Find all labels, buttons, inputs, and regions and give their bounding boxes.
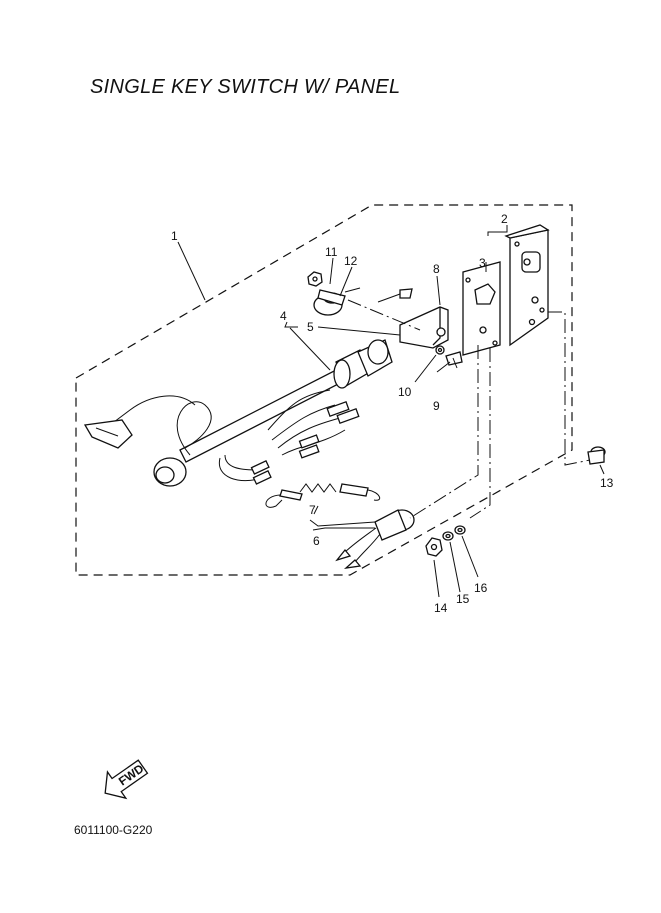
lanyard-spring (265, 483, 381, 508)
screw-13 (587, 446, 606, 465)
callout-2: 2 (501, 212, 508, 226)
callout-8: 8 (433, 262, 440, 276)
callout-4: 4 (280, 309, 287, 323)
assembly-boundary (75, 204, 573, 576)
callout-1: 1 (171, 229, 178, 243)
callout-11: 11 (325, 245, 338, 259)
gasket-plate (462, 261, 501, 356)
stop-switch (335, 509, 415, 569)
leader-lines (177, 225, 605, 598)
clamp (313, 289, 346, 316)
nut (307, 271, 323, 287)
panel-plate (504, 224, 550, 347)
callout-10: 10 (398, 385, 412, 399)
callout-15: 15 (456, 592, 470, 606)
diagram-code: 6011100-G220 (74, 823, 153, 837)
key-switch-harness (83, 339, 393, 487)
reference-lines (347, 299, 591, 519)
callout-13: 13 (600, 476, 614, 490)
callout-6: 6 (313, 534, 320, 548)
bracket (399, 306, 449, 349)
washer-15 (442, 531, 454, 541)
screw (445, 351, 463, 369)
diagram-title: SINGLE KEY SWITCH W/ PANEL (90, 76, 401, 98)
screws (344, 287, 413, 303)
callout-12: 12 (344, 254, 358, 268)
callout-16: 16 (474, 581, 488, 595)
callout-7: 7 (309, 503, 316, 517)
washer (435, 345, 445, 355)
callout-9: 9 (433, 399, 440, 413)
washer-16 (454, 525, 466, 535)
callout-3: 3 (479, 256, 486, 270)
callout-5: 5 (307, 320, 314, 334)
nut-14 (425, 537, 443, 557)
fwd-arrow-icon: FWD (104, 759, 149, 800)
callout-14: 14 (434, 601, 448, 615)
